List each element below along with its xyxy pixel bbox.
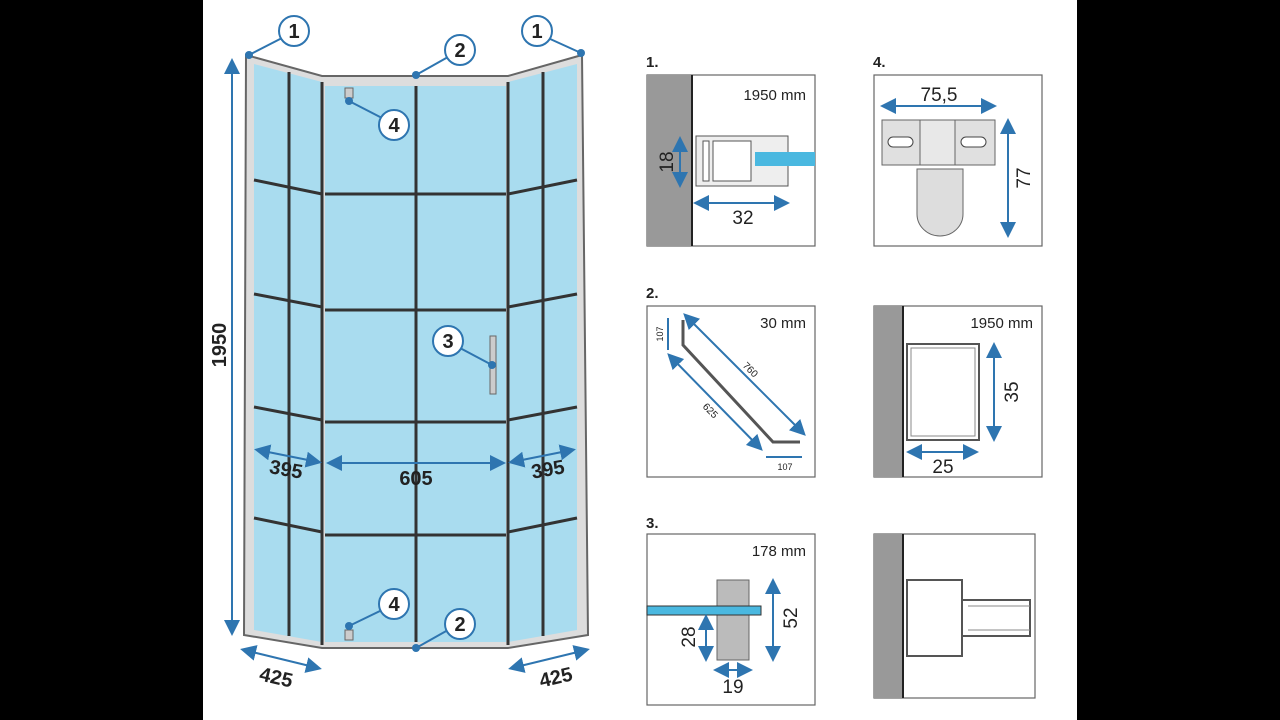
detail-3-height-1: 28 bbox=[679, 626, 700, 647]
detail-3-width: 19 bbox=[722, 677, 743, 698]
callout-2-top: 2 bbox=[454, 40, 465, 62]
detail-1-height: 18 bbox=[657, 151, 678, 172]
callouts: 1 1 2 3 4 4 2 bbox=[245, 15, 585, 652]
detail-2-length: 30 mm bbox=[760, 315, 806, 332]
detail-door-seal-profile bbox=[873, 533, 1036, 699]
hinge-top bbox=[344, 87, 354, 99]
detail-3-length: 178 mm bbox=[752, 543, 806, 560]
callout-3: 3 bbox=[442, 331, 453, 353]
callout-4-top: 4 bbox=[388, 115, 400, 137]
detail-wall-profile-2: 1950 mm 35 25 bbox=[873, 305, 1043, 478]
callout-4-bottom: 4 bbox=[388, 594, 400, 616]
detail-3-handle: 3. 178 mm 28 52 19 bbox=[646, 515, 816, 706]
detail-4-hinge: 4. 75,5 77 bbox=[873, 54, 1043, 247]
detail-3-title: 3. bbox=[646, 515, 659, 532]
hinge-bottom bbox=[344, 629, 354, 641]
detail-5-height: 35 bbox=[1002, 381, 1023, 402]
right-depth-label: 425 bbox=[537, 664, 574, 693]
callout-1-left: 1 bbox=[288, 21, 299, 43]
detail-1-length: 1950 mm bbox=[743, 87, 806, 104]
detail-4-height: 77 bbox=[1014, 167, 1035, 188]
grid-bars bbox=[253, 72, 578, 645]
detail-4-title: 4. bbox=[873, 54, 886, 71]
height-label: 1950 bbox=[209, 323, 231, 368]
detail-4-width: 75,5 bbox=[921, 85, 958, 106]
detail-1-title: 1. bbox=[646, 54, 659, 71]
detail-2-side-d: 107 bbox=[777, 462, 792, 472]
detail-1-width: 32 bbox=[732, 208, 753, 229]
detail-3-height-2: 52 bbox=[781, 607, 802, 628]
detail-2-title: 2. bbox=[646, 285, 659, 302]
center-width-label: 605 bbox=[399, 468, 432, 490]
detail-1-wall-profile: 1. 1950 mm 18 32 bbox=[646, 54, 816, 247]
detail-5-width: 25 bbox=[932, 457, 953, 478]
detail-2-side-a: 107 bbox=[655, 326, 665, 341]
detail-2-top-profile: 2. 30 mm 107 760 625 107 bbox=[646, 285, 816, 478]
detail-5-length: 1950 mm bbox=[970, 315, 1033, 332]
left-depth-label: 425 bbox=[257, 664, 294, 693]
callout-2-bottom: 2 bbox=[454, 614, 465, 636]
callout-1-right: 1 bbox=[531, 21, 542, 43]
enclosure bbox=[242, 53, 590, 649]
